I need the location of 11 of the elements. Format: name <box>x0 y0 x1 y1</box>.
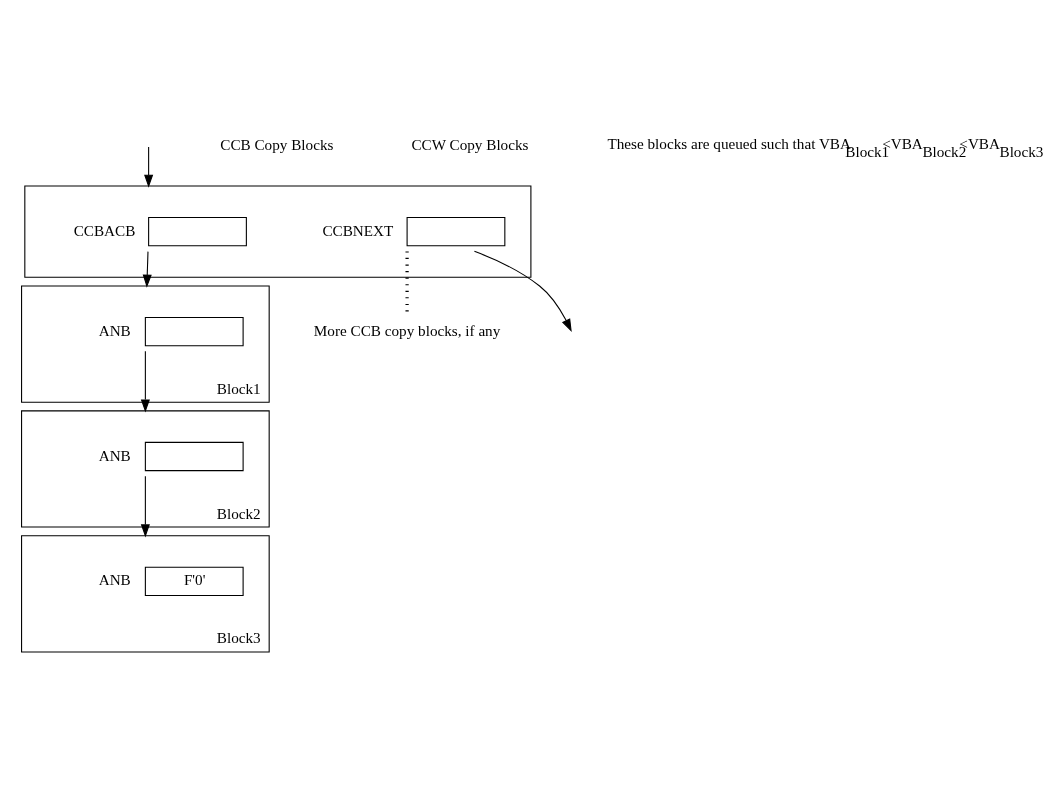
node-label: Block1 <box>216 379 261 397</box>
node-label: CCBNEXT <box>322 221 394 239</box>
node-label: ANB <box>98 571 131 589</box>
label: CCB Copy Blocks <box>220 135 334 153</box>
node-label: ANB <box>98 321 131 339</box>
node-text: More CCB copy blocks, if any <box>313 321 501 339</box>
node-label: ANB <box>98 446 131 464</box>
label: CCW Copy Blocks <box>411 135 529 153</box>
node-label: CCBACB <box>73 221 136 239</box>
node-label: Block2 <box>216 504 261 522</box>
node-label: Block3 <box>216 629 261 647</box>
